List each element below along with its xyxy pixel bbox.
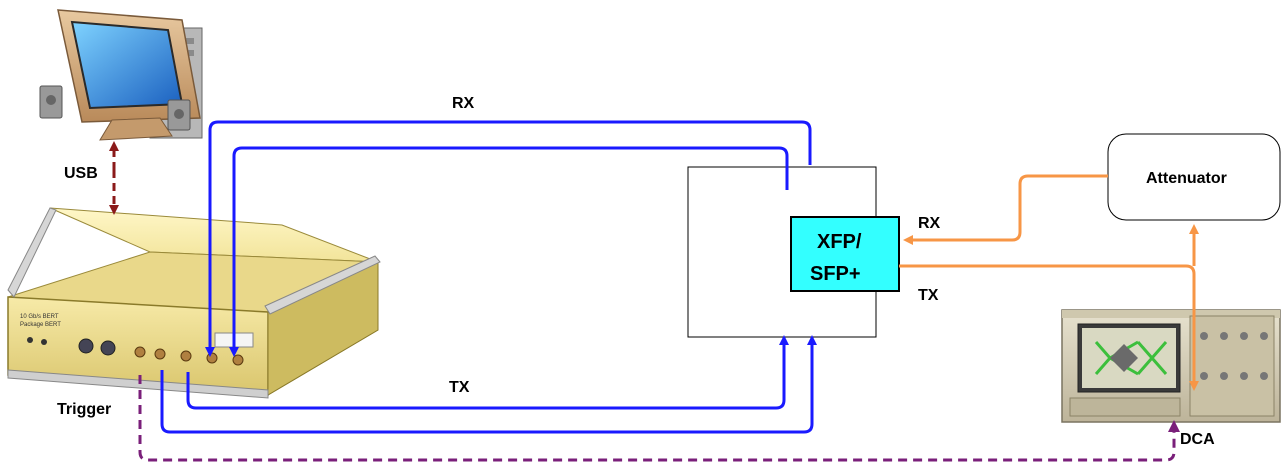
rx-module-label: RX [918,215,941,232]
tx-electrical-path [160,335,817,434]
dca-oscilloscope-icon [1061,309,1281,423]
dca-label: DCA [1180,431,1215,448]
svg-text:Package BERT: Package BERT [20,322,61,328]
rx-top-label: RX [452,95,475,112]
usb-label: USB [64,165,98,182]
bert-instrument-icon: 10 Gb/s BERT Package BERT [7,207,381,399]
attenuator-label: Attenuator [1146,170,1227,187]
xfp-sfp-module [790,216,900,292]
module-label-line2: SFP+ [810,263,861,285]
optical-rx-path [903,174,1108,245]
rx-electrical-path [205,120,812,357]
trigger-label: Trigger [57,401,111,418]
optical-tx-path [899,224,1199,391]
svg-text:10 Gb/s BERT: 10 Gb/s BERT [20,314,59,320]
trigger-link [138,375,1180,462]
tx-module-label: TX [918,287,939,304]
module-label-line1: XFP/ [817,231,862,253]
tx-bottom-label: TX [449,379,470,396]
desktop-computer-icon [39,9,203,141]
